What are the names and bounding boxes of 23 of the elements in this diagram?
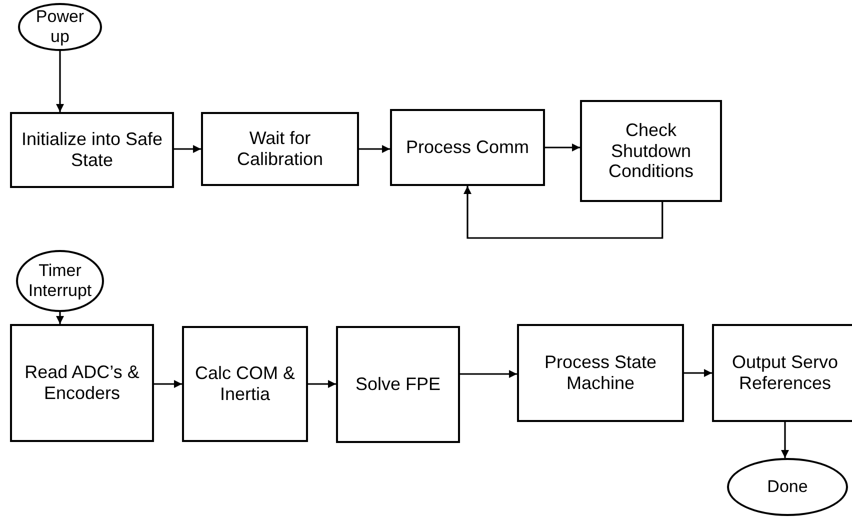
terminal-oval: Timer Interrupt [16, 250, 104, 312]
process-box: Solve FPE [336, 326, 460, 443]
terminal-oval: Done [727, 458, 848, 516]
process-box: Wait for Calibration [201, 112, 359, 186]
process-box: Initialize into Safe State [10, 112, 174, 188]
arrow [308, 380, 336, 388]
process-box: Check Shutdown Conditions [580, 100, 722, 202]
arrow [460, 370, 517, 378]
arrow [545, 144, 580, 152]
arrow [781, 422, 789, 458]
arrow [684, 369, 712, 377]
arrow [359, 145, 390, 153]
process-box: Calc COM & Inertia [182, 326, 308, 442]
arrow [154, 380, 182, 388]
arrow [174, 145, 201, 153]
process-box: Read ADC’s & Encoders [10, 324, 154, 442]
process-box: Output Servo References [712, 324, 852, 422]
terminal-oval: Power up [18, 3, 102, 51]
process-box: Process Comm [390, 109, 545, 186]
arrow [56, 312, 64, 324]
arrow [56, 51, 64, 112]
arrow [464, 186, 664, 239]
process-box: Process State Machine [517, 324, 684, 422]
